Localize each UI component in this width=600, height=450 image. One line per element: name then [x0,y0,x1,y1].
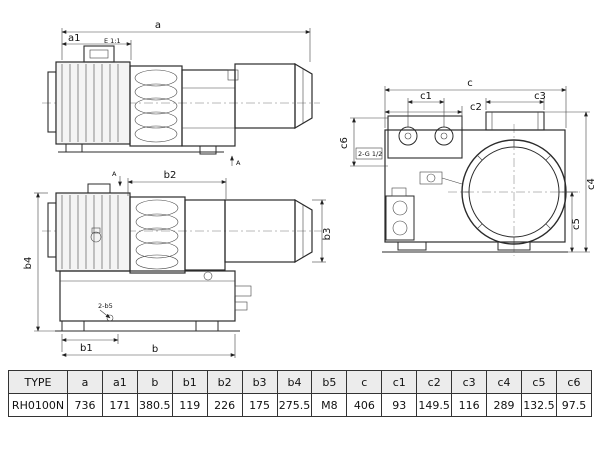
dim-label-c4: c4 [586,178,597,190]
table-header-b2: b2 [206,370,243,394]
cell-c5: 132.5 [520,393,557,417]
dim-label-c: c [467,78,473,89]
table-header-b4: b4 [276,370,313,394]
cell-c6: 97.5 [555,393,593,417]
dim-label-c1: c1 [420,91,432,102]
table-header-c6: c6 [555,370,593,394]
dimension-table: TYPE a a1 b b1 b2 b3 b4 b5 c c1 c2 c3 c4… [8,370,593,417]
dim-label-b: b [152,344,158,355]
table-header-a: a [67,370,103,394]
table-header-b5: b5 [311,370,348,394]
section-a-label-bottom: A [112,170,117,178]
table-header-c4: c4 [486,370,522,394]
cell-b5: M8 [311,393,348,417]
cell-c4: 289 [486,393,522,417]
port-note-label: 2-G 1/2 [358,150,382,158]
b5-note-label: 2-b5 [98,302,113,310]
dim-label-c6: c6 [339,137,350,149]
cell-c3: 116 [451,393,488,417]
table-header-c1: c1 [381,370,418,394]
dim-label-c3: c3 [534,91,546,102]
view-end-right: c c1 c2 c3 c6 2-G 1/2 c4 c5 [339,78,597,256]
table-header-a1: a1 [101,370,138,394]
table-header-type: TYPE [8,370,68,394]
detail-e-label: E 1:1 [104,37,121,45]
drawing-canvas: a a1 E 1:1 A A [23,20,597,358]
cell-b1: 119 [171,393,208,417]
cell-b3: 175 [241,393,278,417]
dim-label-b4: b4 [23,257,34,270]
table-row: RH0100N 736 171 380.5 119 226 175 275.5 … [8,393,593,417]
table-header-c: c [346,370,383,394]
exhaust-coil-top [134,69,178,143]
table-header-b3: b3 [241,370,278,394]
dim-label-a1: a1 [68,33,81,44]
table-header-c2: c2 [416,370,453,394]
table-header-row: TYPE a a1 b b1 b2 b3 b4 b5 c c1 c2 c3 c4… [8,370,593,394]
cell-c1: 93 [381,393,418,417]
view-side-top: a a1 E 1:1 A [42,20,320,167]
view-side-bottom: A [23,170,333,358]
cell-a1: 171 [101,393,138,417]
cell-b4: 275.5 [276,393,313,417]
exhaust-coil-bottom [135,199,179,270]
table-header-b1: b1 [171,370,208,394]
cell-c: 406 [346,393,383,417]
table-header-c5: c5 [520,370,557,394]
dim-label-b1: b1 [80,343,93,354]
cell-type: RH0100N [8,393,68,417]
table-header-c3: c3 [451,370,488,394]
dim-label-c5: c5 [571,218,582,230]
cell-b: 380.5 [136,393,173,417]
dim-label-b3: b3 [322,228,333,241]
dim-label-b2: b2 [164,170,177,181]
table-header-b: b [136,370,173,394]
cell-c2: 149.5 [416,393,453,417]
dim-label-c2: c2 [470,102,482,113]
dim-label-a: a [155,20,161,31]
section-a-label-top: A [236,159,241,167]
cell-a: 736 [67,393,103,417]
cell-b2: 226 [206,393,243,417]
